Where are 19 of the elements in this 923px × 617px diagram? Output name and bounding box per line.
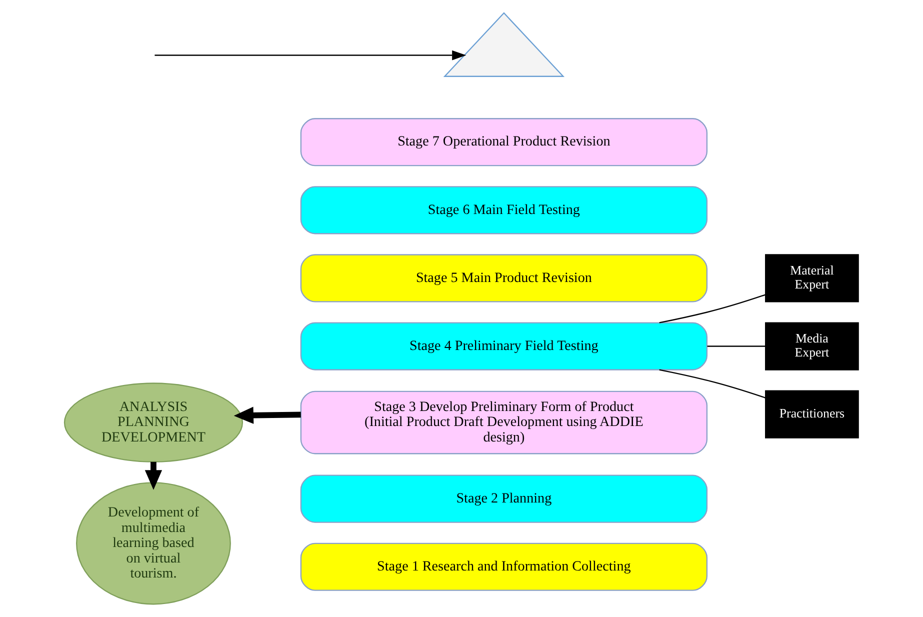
- node-box: Stage 1 Research and Information Collecting: [300, 542, 708, 591]
- node-box: Material Expert: [765, 254, 859, 302]
- node-ellipse: ANALYSIS PLANNING DEVELOPMENT: [64, 382, 244, 462]
- connector: [659, 294, 766, 324]
- connector: [707, 346, 766, 347]
- node-box: Media Expert: [765, 322, 859, 370]
- node-box: Stage 7 Operational Product Revision: [300, 118, 708, 166]
- node-box: Stage 3 Develop Preliminary Form of Product (Initial Product Draft Development using ADDIE design): [300, 390, 708, 454]
- node-box: Practitioners: [765, 390, 859, 438]
- node-triangle: [443, 12, 565, 77]
- node-box: Stage 6 Main Field Testing: [300, 186, 708, 234]
- arrow: [144, 462, 162, 490]
- node-box: Stage 5 Main Product Revision: [300, 254, 708, 302]
- arrow: [154, 50, 466, 60]
- arrow: [234, 406, 301, 424]
- node-ellipse: Development of multimedia learning based on virtual tourism.: [76, 482, 231, 605]
- node-box: Stage 4 Preliminary Field Testing: [300, 322, 708, 370]
- node-box: Stage 2 Planning: [300, 474, 708, 523]
- connector: [659, 369, 766, 398]
